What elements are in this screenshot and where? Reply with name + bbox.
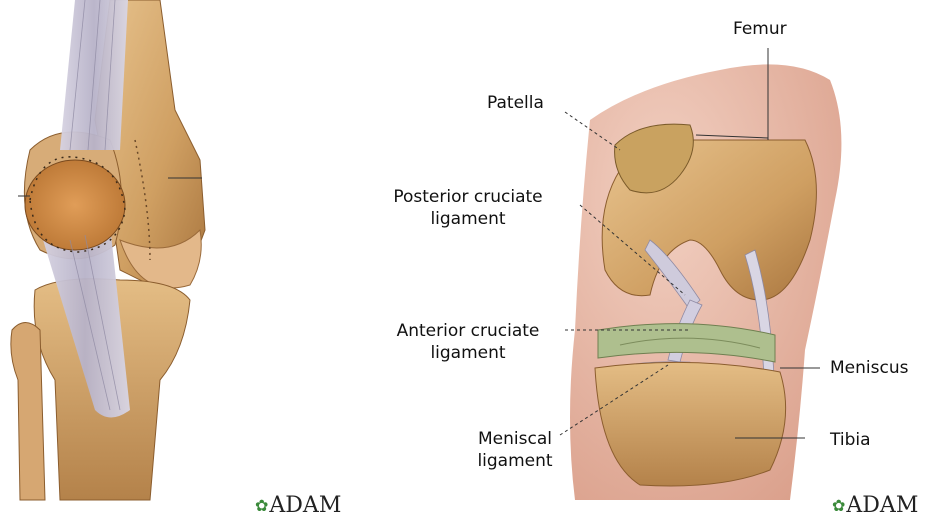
label-anterior-cruciate-ligament: Anterior cruciate ligament [370, 320, 566, 364]
leaf-icon: ✿ [832, 496, 845, 515]
label-meniscal-line1: Meniscal [460, 428, 570, 450]
label-meniscal-ligament: Meniscal ligament [460, 428, 570, 472]
label-meniscal-line2: ligament [460, 450, 570, 472]
label-femur: Femur [733, 18, 787, 40]
label-tibia: Tibia [830, 429, 871, 451]
label-acl-line2: ligament [370, 342, 566, 364]
label-pcl-line2: ligament [368, 208, 568, 230]
adam-logo-right-text: ADAM [846, 493, 918, 518]
label-pcl-line1: Posterior cruciate [368, 186, 568, 208]
adam-logo-right: ✿ ADAM [832, 493, 918, 518]
left-fibula [11, 323, 45, 501]
label-meniscus: Meniscus [830, 357, 908, 379]
label-posterior-cruciate-ligament: Posterior cruciate ligament [368, 186, 568, 230]
leaf-icon: ✿ [255, 496, 268, 515]
right-knee-front-view [560, 48, 841, 500]
right-tibia [595, 362, 786, 486]
label-patella: Patella [487, 92, 544, 114]
adam-logo-left-text: ADAM [269, 493, 341, 518]
left-knee-side-view [11, 0, 205, 500]
label-acl-line1: Anterior cruciate [370, 320, 566, 342]
adam-logo-left: ✿ ADAM [255, 493, 341, 518]
